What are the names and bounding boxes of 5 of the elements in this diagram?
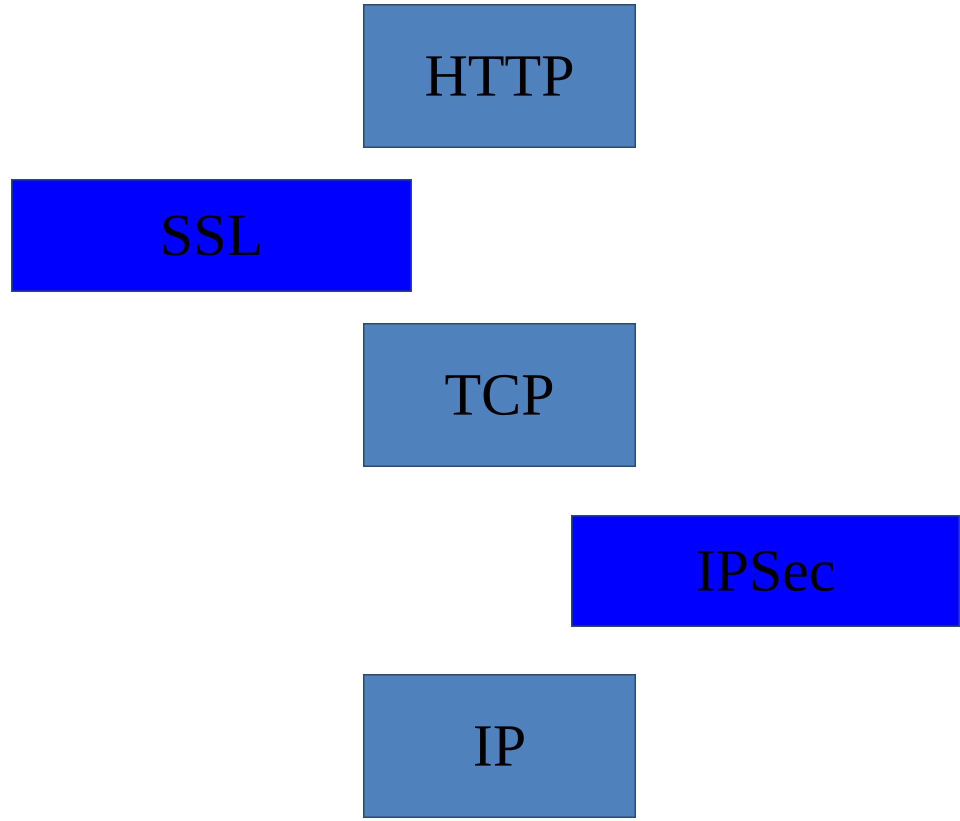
layer-box: IP bbox=[363, 674, 636, 818]
layer-box: TCP bbox=[363, 323, 636, 467]
layer-box: IPSec bbox=[571, 515, 960, 627]
layer-box: HTTP bbox=[363, 4, 636, 148]
layer-box: SSL bbox=[11, 179, 412, 292]
